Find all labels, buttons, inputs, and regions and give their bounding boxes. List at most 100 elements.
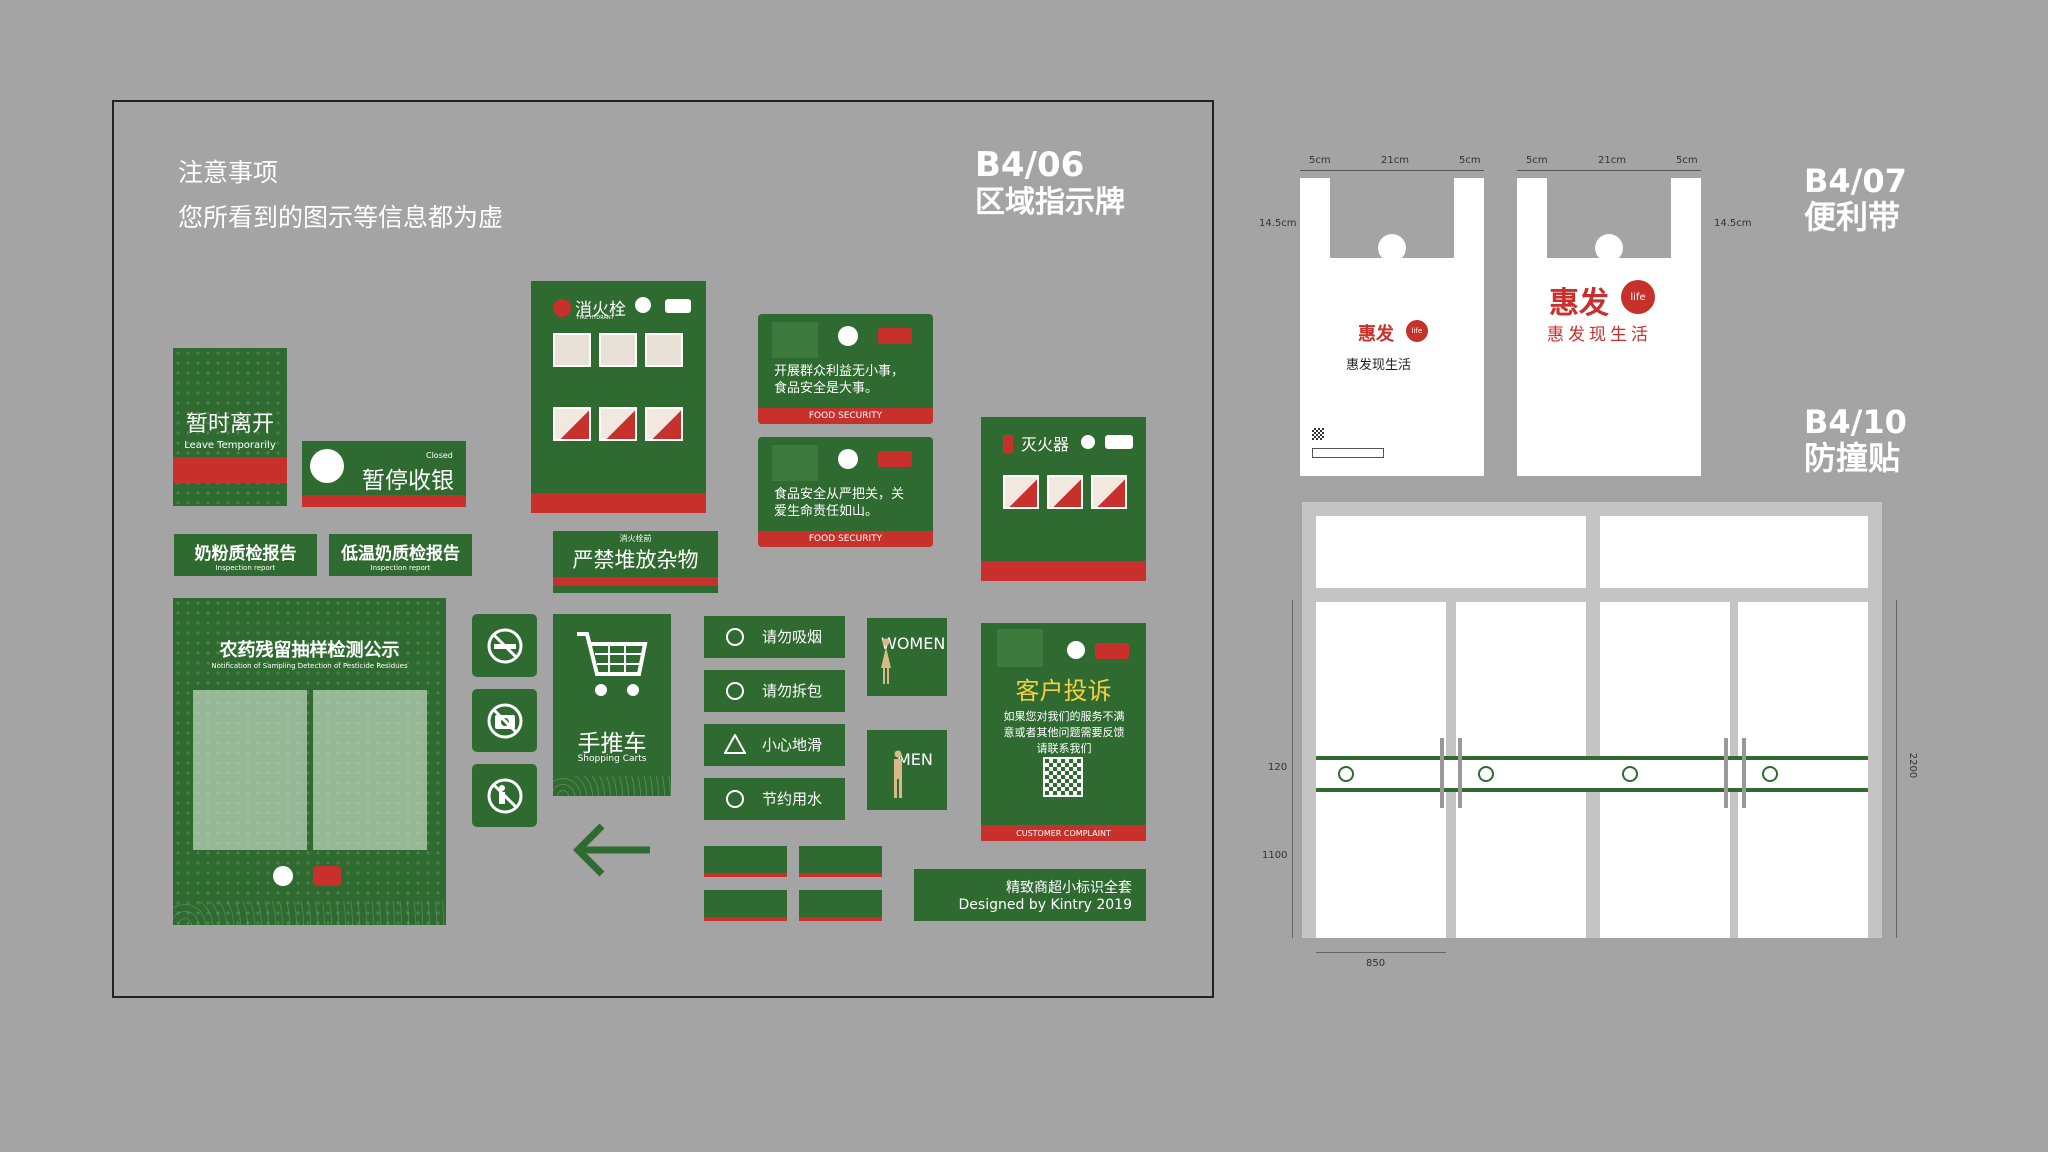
hydrant-brand-icon <box>665 299 691 313</box>
bag1-dim-left: 5cm <box>1309 155 1331 166</box>
pesticide-pocket-left <box>193 690 307 850</box>
small-sign-2-band <box>799 873 882 877</box>
hydrant-step-6 <box>645 407 683 441</box>
sign-lowtemp-report: 低温奶质检报告 Inspection report <box>329 534 472 576</box>
door-transom-right <box>1600 516 1868 588</box>
sign-no-smoking-cn: 请勿吸烟 <box>762 628 823 646</box>
sign-extinguisher: 灭火器 <box>981 417 1146 581</box>
sign-no-unpack-cn: 请勿拆包 <box>762 682 823 700</box>
door-handle-3 <box>1724 738 1728 808</box>
shopping-bag-1: 惠发 life 惠发现生活 <box>1300 178 1484 476</box>
sign-leave-band <box>173 457 287 483</box>
door-handle-2 <box>1458 738 1462 808</box>
sign-leave-en: Leave Temporarily <box>184 440 276 451</box>
bag1-recycle-label <box>1312 448 1384 458</box>
bag1-dim-line <box>1300 170 1484 171</box>
food1-brand-icon <box>878 328 912 344</box>
food1-text: 开展群众利益无小事，食品安全是大事。 <box>774 364 905 396</box>
small-sign-1 <box>704 846 787 877</box>
bag1-handle-right <box>1454 178 1484 258</box>
sign-closed-en: Closed <box>426 451 453 460</box>
small-sign-2 <box>799 846 882 877</box>
warning-circle-icon <box>726 682 744 700</box>
extinguisher-step-2 <box>1047 475 1083 509</box>
door-dim-line-left <box>1292 600 1293 938</box>
no-camera-icon <box>487 703 522 738</box>
sign-slippery-cn: 小心地滑 <box>762 736 823 754</box>
sign-cart-en: Shopping Carts <box>577 754 647 764</box>
sign-food-security-2: 食品安全从严把关，关爱生命责任如山。 FOOD SECURITY <box>758 437 933 547</box>
sign-women-label: WOMEN <box>881 634 946 653</box>
small-sign-4-band <box>799 917 882 921</box>
shopping-cart-icon <box>577 632 648 696</box>
sign-closed: Closed 暂停收银 <box>302 441 466 507</box>
bag1-dim-height: 14.5cm <box>1259 218 1297 229</box>
sign-extinguisher-cn: 灭火器 <box>1021 435 1070 454</box>
pesticide-logo-icon <box>273 866 293 886</box>
sign-clutter-band <box>553 577 718 586</box>
strip-logo-2 <box>1478 766 1494 782</box>
sign-leave-cn: 暂时离开 <box>185 412 274 437</box>
extinguisher-step-1 <box>1003 475 1039 509</box>
bag2-dim-right: 5cm <box>1676 155 1698 166</box>
hydrant-step-2 <box>599 333 637 367</box>
sign-food-security-1: 开展群众利益无小事，食品安全是大事。 FOOD SECURITY <box>758 314 933 424</box>
b407-code: B4/07 <box>1804 162 1907 200</box>
bag1-dim-right: 5cm <box>1459 155 1481 166</box>
small-sign-3-band <box>704 917 787 921</box>
bag1-slogan: 惠发现生活 <box>1346 358 1412 373</box>
complaint-brand-icon <box>1095 643 1129 659</box>
food2-qr-panel <box>772 445 818 481</box>
b410-title: 防撞贴 <box>1804 439 1901 477</box>
food1-band: FOOD SECURITY <box>758 408 933 424</box>
sign-customer-complaint: 客户投诉 如果您对我们的服务不满意或者其他问题需要反馈请联系我们 CUSTOME… <box>981 623 1146 841</box>
sign-milk-report: 奶粉质检报告 Inspection report <box>174 534 317 576</box>
door-transom-left <box>1316 516 1586 588</box>
cashier-icon <box>310 449 344 483</box>
bag1-hang-tab <box>1378 234 1406 262</box>
bag1-brand: 惠发 <box>1358 324 1394 345</box>
strip-logo-1 <box>1338 766 1354 782</box>
door-handle-4 <box>1742 738 1746 808</box>
bag1-handle-left <box>1300 178 1330 258</box>
food2-band: FOOD SECURITY <box>758 531 933 547</box>
bag2-hang-tab <box>1595 234 1623 262</box>
bag2-dim-height: 14.5cm <box>1714 218 1752 229</box>
food1-logo-icon <box>838 326 858 346</box>
sign-complaint-band: CUSTOMER COMPLAINT <box>981 825 1146 841</box>
food1-qr-panel <box>772 322 818 358</box>
extinguisher-brand-icon <box>1105 435 1133 449</box>
food2-logo-icon <box>838 449 858 469</box>
sign-men: MEN <box>867 730 947 810</box>
food2-brand-icon <box>878 451 912 467</box>
door-handle-1 <box>1440 738 1444 808</box>
sign-leave-temporarily: 暂时离开 Leave Temporarily <box>173 348 287 506</box>
pesticide-brand-icon <box>313 866 341 886</box>
sign-clutter-cn: 严禁堆放杂物 <box>572 548 699 572</box>
bag2-dim-line <box>1517 170 1701 171</box>
extinguisher-step-3 <box>1091 475 1127 509</box>
shopping-bag-2: 惠发 life 惠发现生活 <box>1517 178 1701 476</box>
water-tap-icon <box>726 790 744 808</box>
bag2-handle-right <box>1671 178 1701 258</box>
bag1-brand-mark: life <box>1406 320 1428 342</box>
sign-lowtemp-cn: 低温奶质检报告 <box>341 544 460 564</box>
hydrant-step-5 <box>599 407 637 441</box>
glass-door-frame <box>1302 502 1882 938</box>
cart-wave-pattern <box>553 776 671 796</box>
door-dim-line-bottom <box>1316 952 1446 953</box>
bag2-brand: 惠发 <box>1549 286 1609 321</box>
sign-complaint-cn: 客户投诉 <box>1015 677 1112 705</box>
bag2-dim-left: 5cm <box>1526 155 1548 166</box>
door-dim-1100: 1100 <box>1262 850 1288 861</box>
sign-women: WOMEN <box>867 618 947 696</box>
bag2-handle-left <box>1517 178 1547 258</box>
sign-clutter-small: 消火栓前 <box>619 534 652 543</box>
hydrant-logo-icon <box>635 297 651 313</box>
sign-slippery: 小心地滑 <box>704 724 845 766</box>
hydrant-icon <box>553 299 571 317</box>
sign-shopping-carts: 手推车 Shopping Carts <box>553 614 671 796</box>
sign-hydrant-cn: 消火栓 <box>575 300 626 320</box>
b406-code: B4/06 <box>975 145 1085 185</box>
sign-no-pets-pictogram <box>472 764 537 827</box>
